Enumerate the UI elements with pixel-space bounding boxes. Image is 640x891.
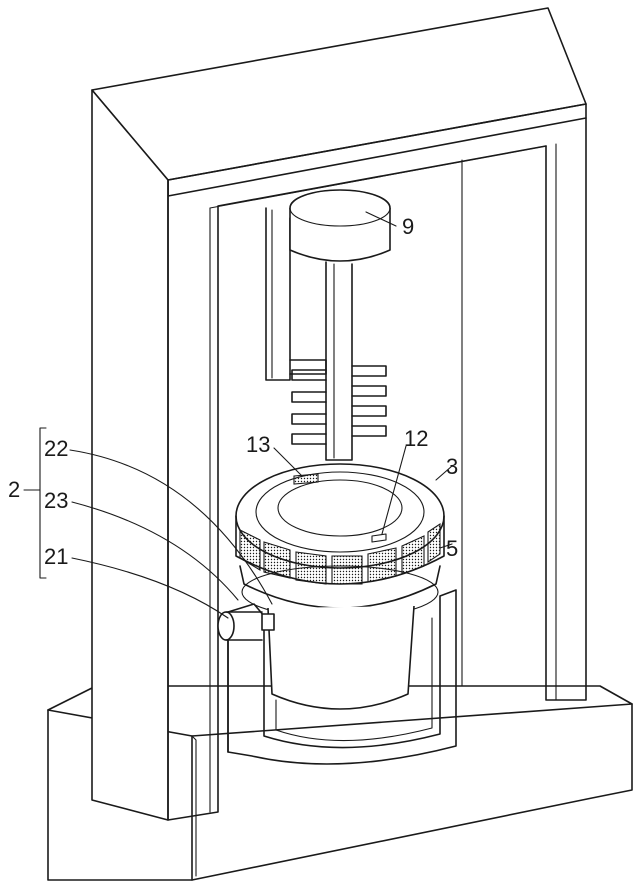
label-3: 3 bbox=[446, 454, 458, 479]
label-23: 23 bbox=[44, 488, 68, 513]
stirring-shaft bbox=[325, 261, 353, 461]
strainer-band-5 bbox=[239, 473, 441, 585]
bucket bbox=[267, 605, 415, 710]
label-2: 2 bbox=[8, 477, 20, 502]
label-21: 21 bbox=[44, 544, 68, 569]
label-12: 12 bbox=[404, 426, 428, 451]
label-13: 13 bbox=[246, 432, 270, 457]
rotary-shaft-21 bbox=[217, 611, 275, 641]
label-22: 22 bbox=[44, 436, 68, 461]
label-9: 9 bbox=[402, 214, 414, 239]
leader-lines bbox=[23, 211, 453, 619]
stirring-blades bbox=[291, 365, 387, 445]
label-5: 5 bbox=[446, 536, 458, 561]
motor-9 bbox=[289, 189, 391, 262]
gantry-frame bbox=[91, 7, 587, 821]
